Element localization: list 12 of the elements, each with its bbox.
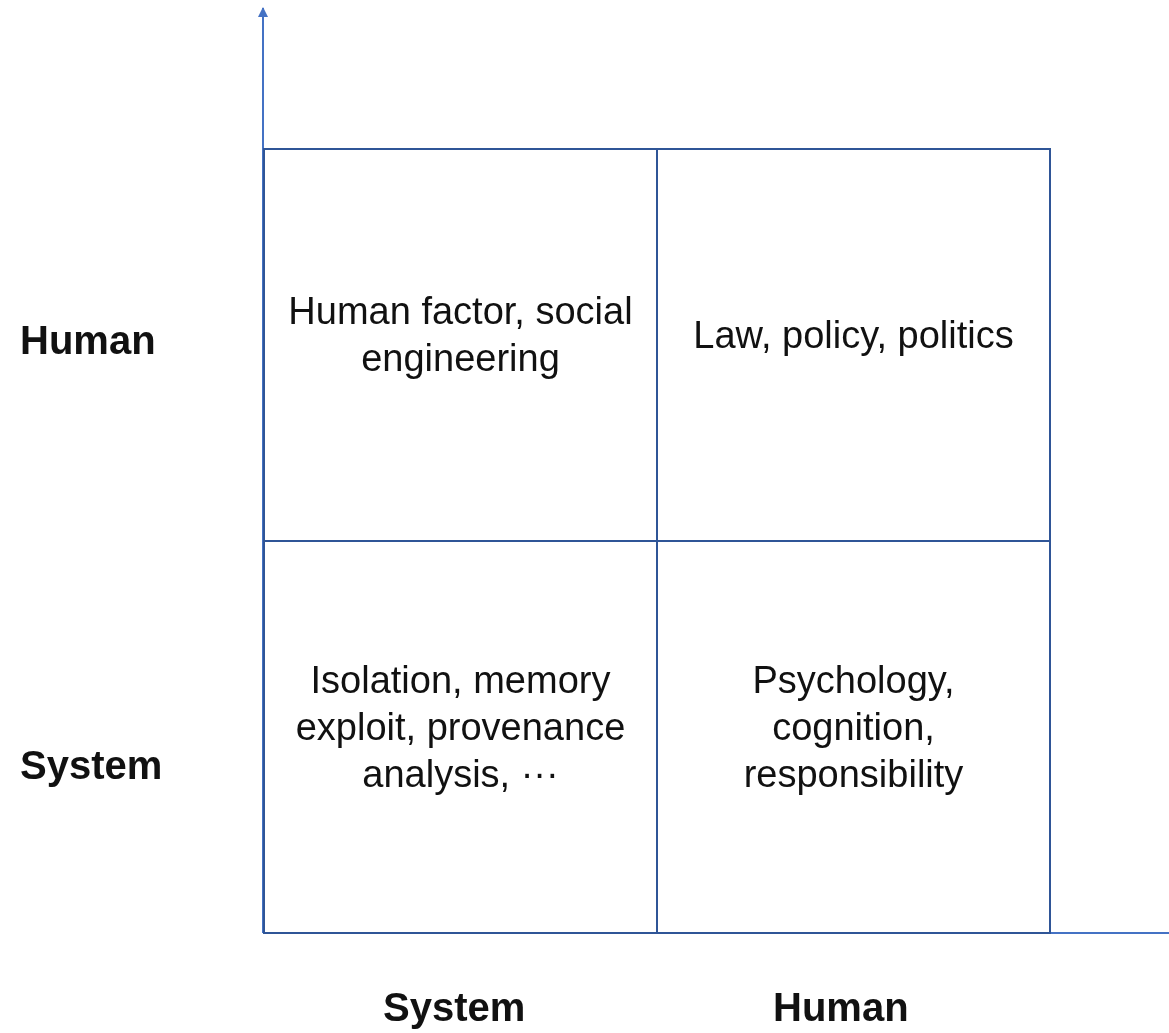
quadrant-cell <box>263 148 658 542</box>
y-axis-label: System <box>20 743 163 788</box>
cell-text: Psychology, cognition, responsibility <box>742 657 965 797</box>
quadrant-cell <box>263 540 658 934</box>
x-axis-label: System <box>383 985 526 1030</box>
cell-text: Human factor, social engineering <box>287 289 634 381</box>
quadrant-cell <box>656 540 1051 934</box>
y-axis-label: Human <box>20 318 156 363</box>
x-axis-label: Human <box>773 985 909 1030</box>
cell-text: Isolation, memory exploit, provenance analysis, ··· <box>294 657 627 797</box>
quadrant-cell <box>656 148 1051 542</box>
cell-text: Law, policy, politics <box>692 312 1015 358</box>
